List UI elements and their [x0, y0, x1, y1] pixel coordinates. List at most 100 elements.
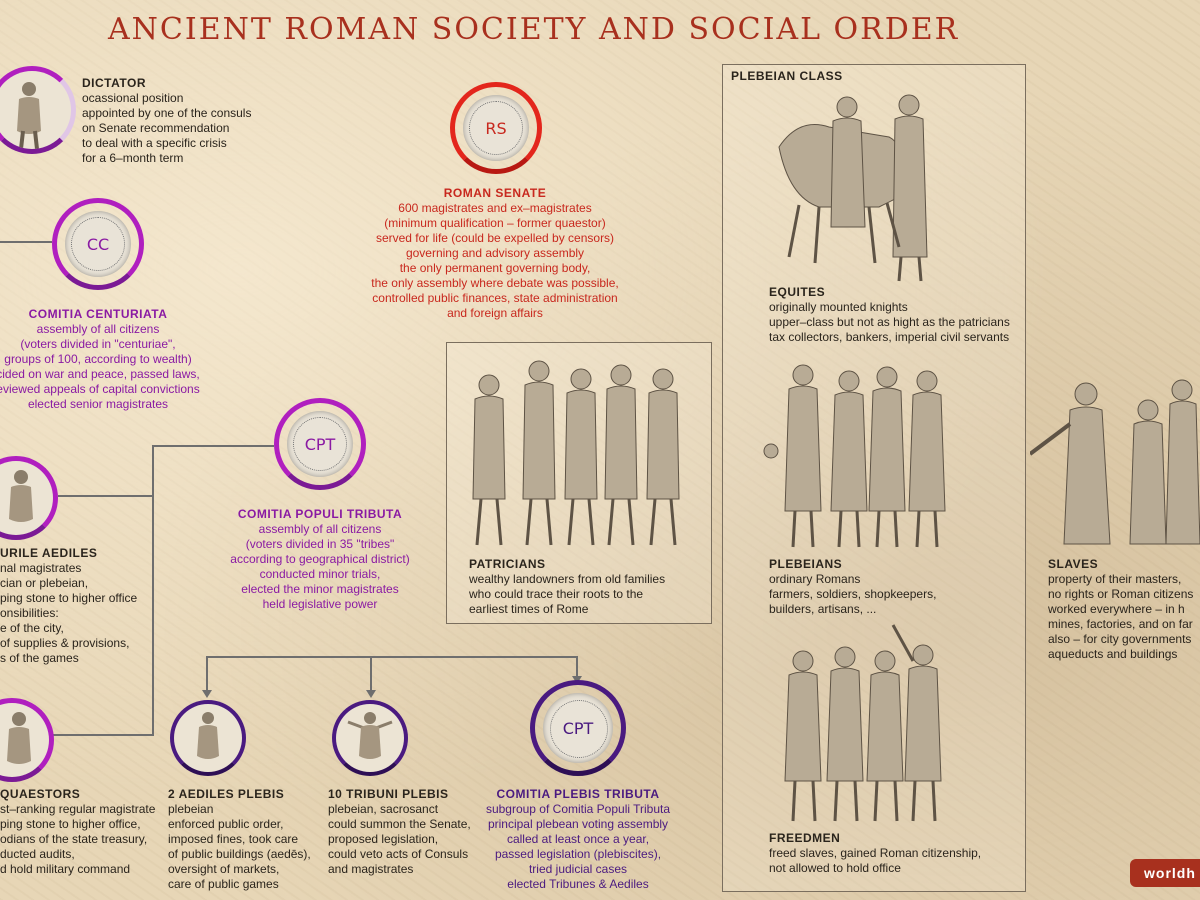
- plebeian-class-label: PLEBEIAN CLASS: [731, 69, 843, 83]
- slaves-line: mines, factories, and on far: [1048, 617, 1193, 631]
- dictator-portrait: [0, 66, 76, 154]
- equites-heading: EQUITES: [769, 285, 826, 299]
- quaestors-info: QUAESTORS st–ranking regular magistrate …: [0, 787, 155, 877]
- dictator-info: DICTATOR ocassional position appointed b…: [82, 76, 251, 166]
- senate-line: the only assembly where debate was possi…: [371, 276, 619, 290]
- cc-heading: COMITIA CENTURIATA: [28, 307, 168, 321]
- slaves-line: worked everywhere – in h: [1048, 602, 1185, 616]
- plebeian-class-panel: PLEBEIAN CLASS EQUITES originally mounte…: [722, 64, 1026, 892]
- patricians-line: wealthy landowners from old families: [469, 572, 666, 586]
- tribuni-plebis-line: and magistrates: [328, 862, 414, 876]
- connector-plebis-right: [576, 656, 578, 678]
- cplt-line: passed legislation (plebiscites),: [494, 847, 662, 861]
- cc-line: elected senior magistrates: [27, 397, 169, 411]
- cpt-heading: COMITIA POPULI TRIBUTA: [237, 507, 403, 521]
- freedmen-heading: FREEDMEN: [769, 831, 841, 845]
- cc-line: assembly of all citizens: [36, 322, 160, 336]
- curule-aediles-line: of supplies & provisions,: [0, 636, 130, 650]
- quaestors-line: st–ranking regular magistrate: [0, 802, 156, 816]
- aediles-plebis-line: enforced public order,: [168, 817, 284, 831]
- senate-heading: ROMAN SENATE: [443, 186, 547, 200]
- cplt-line: elected Tribunes & Aediles: [507, 877, 649, 891]
- tribuni-plebis-line: could summon the Senate,: [328, 817, 471, 831]
- slaves-line: property of their masters,: [1048, 572, 1182, 586]
- connector-plebis-horizontal: [206, 656, 578, 658]
- cc-line: cided on war and peace, passed laws,: [0, 367, 200, 381]
- plebeians-line: ordinary Romans: [769, 572, 861, 586]
- aediles-plebis-line: plebeian: [168, 802, 214, 816]
- quaestors-heading: QUAESTORS: [0, 787, 81, 801]
- patricians-heading: PATRICIANS: [469, 557, 546, 571]
- tribuni-plebis-line: could veto acts of Consuls: [328, 847, 469, 861]
- patricians-line: earliest times of Rome: [469, 602, 589, 616]
- cplt-heading: COMITIA PLEBIS TRIBUTA: [496, 787, 660, 801]
- cplt-line: subgroup of Comitia Populi Tributa: [485, 802, 671, 816]
- freedmen-relief-image: [784, 624, 942, 822]
- dictator-line: for a 6–month term: [82, 151, 184, 165]
- wreath-icon: [293, 417, 347, 471]
- roman-figure-icon: [17, 82, 41, 149]
- senate-line: controlled public finances, state admini…: [372, 291, 618, 305]
- slaves-info: SLAVES property of their masters, no rig…: [1048, 557, 1193, 662]
- connector-quaestors: [52, 734, 154, 736]
- cc-line: eviewed appeals of capital convictions: [0, 382, 200, 396]
- equites-relief-image: [778, 94, 928, 282]
- senate-line: 600 magistrates and ex–magistrates: [398, 201, 592, 215]
- dictator-line: to deal with a specific crisis: [82, 136, 227, 150]
- cpt-line: (voters divided in 35 "tribes": [245, 537, 395, 551]
- cplt-line: called at least once a year,: [506, 832, 650, 846]
- connector-plebis-left: [206, 656, 208, 692]
- senate-line: (minimum qualification – former quaestor…: [384, 216, 606, 230]
- patricians-info: PATRICIANS wealthy landowners from old f…: [469, 557, 665, 617]
- senate-line: governing and advisory assembly: [405, 246, 585, 260]
- senate-seal: RS: [450, 82, 542, 174]
- equites-line: tax collectors, bankers, imperial civil …: [769, 330, 1010, 344]
- curule-aediles-line: cian or plebeian,: [0, 576, 89, 590]
- connector-cpt-to-left: [58, 495, 154, 497]
- patricians-panel: PATRICIANS wealthy landowners from old f…: [446, 342, 712, 624]
- freedmen-line: freed slaves, gained Roman citizenship,: [769, 846, 982, 860]
- arrow-down-icon: [366, 690, 376, 698]
- slaves-line: also – for city governments: [1048, 632, 1192, 646]
- cpt-line: held legislative power: [262, 597, 378, 611]
- curule-aediles-heading: URILE AEDILES: [0, 546, 98, 560]
- plebeians-info: PLEBEIANS ordinary Romans farmers, soldi…: [769, 557, 936, 617]
- wreath-icon: [550, 700, 608, 758]
- aediles-plebis-line: oversight of markets,: [168, 862, 280, 876]
- senate-line: the only permanent governing body,: [399, 261, 591, 275]
- page-title: ANCIENT ROMAN SOCIETY AND SOCIAL ORDER: [108, 12, 960, 47]
- roman-figure-icon: [9, 470, 33, 522]
- slaves-relief-image: [1030, 379, 1200, 545]
- tribuni-plebis-heading: 10 TRIBUNI PLEBIS: [328, 787, 449, 801]
- quaestors-line: odians of the state treasury,: [0, 832, 148, 846]
- quaestors-portrait: [0, 698, 54, 782]
- cplt-line: tried judicial cases: [528, 862, 628, 876]
- comitia-plebis-tributa-seal: CPT: [530, 680, 626, 776]
- equites-line: upper–class but not as hight as the patr…: [769, 315, 1010, 329]
- curule-aediles-line: e of the city,: [0, 621, 64, 635]
- cpt-line: elected the minor magistrates: [241, 582, 399, 596]
- aediles-plebis-info: 2 AEDILES PLEBIS plebeian enforced publi…: [168, 787, 311, 892]
- curule-aediles-line: s of the games: [0, 651, 79, 665]
- tribuni-plebis-line: proposed legislation,: [328, 832, 439, 846]
- senate-info: ROMAN SENATE 600 magistrates and ex–magi…: [350, 186, 640, 321]
- aediles-plebis-line: of public buildings (aedēs),: [168, 847, 311, 861]
- connector-cc-left: [0, 241, 52, 243]
- senate-line: served for life (could be expelled by ce…: [375, 231, 615, 245]
- curule-aediles-portrait: [0, 456, 58, 540]
- connector-cpt-vertical: [152, 445, 154, 735]
- slaves-line: aqueducts and buildings: [1048, 647, 1178, 661]
- roman-figure-icon: [7, 712, 31, 764]
- tribuni-plebis-line: plebeian, sacrosanct: [328, 802, 439, 816]
- comitia-populi-tributa-info: COMITIA POPULI TRIBUTA assembly of all c…: [200, 507, 440, 612]
- tribuni-plebis-portrait: [332, 700, 408, 776]
- arrow-down-icon: [202, 690, 212, 698]
- slaves-heading: SLAVES: [1048, 557, 1099, 571]
- slaves-line: no rights or Roman citizens: [1048, 587, 1194, 601]
- curule-aediles-line: nal magistrates: [0, 561, 82, 575]
- dictator-line: on Senate recommendation: [82, 121, 230, 135]
- cc-line: groups of 100, according to wealth): [4, 352, 192, 366]
- comitia-populi-tributa-seal: CPT: [274, 398, 366, 490]
- site-watermark-badge[interactable]: worldh: [1130, 859, 1200, 887]
- aediles-plebis-line: care of public games: [168, 877, 279, 891]
